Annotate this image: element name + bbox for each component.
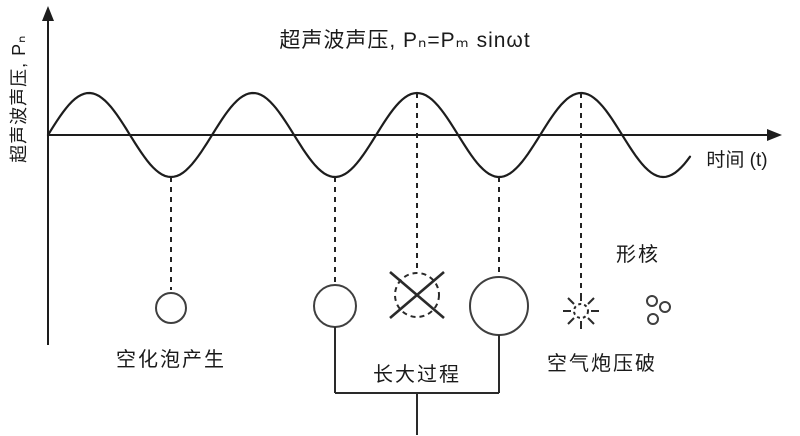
label-nucleation: 形核 [616, 244, 660, 266]
bubble-medium-icon [313, 284, 357, 328]
y-axis-label: 超声波声压, Pₙ [9, 34, 30, 163]
dashed-droplines [170, 93, 582, 292]
x-axis-label: 时间 (t) [706, 150, 768, 171]
y-axis-arrow-icon [42, 6, 54, 21]
bubble-collapse-x-icon [389, 271, 445, 319]
bubble-small-icon [155, 292, 187, 324]
label-growth-process: 长大过程 [373, 364, 461, 386]
x-axis-arrow-icon [767, 129, 782, 141]
diagram-title: 超声波声压, Pₙ=Pₘ sinωt [279, 29, 531, 52]
bubble-large-icon [469, 276, 529, 336]
pressure-wave [46, 91, 692, 179]
label-bubble-generation: 空化泡产生 [116, 349, 226, 371]
burst-icon [563, 293, 599, 329]
label-bubble-collapse: 空气炮压破 [547, 353, 657, 375]
growth-bracket [334, 327, 500, 435]
axes [47, 14, 770, 345]
nuclei-icons [646, 295, 671, 325]
